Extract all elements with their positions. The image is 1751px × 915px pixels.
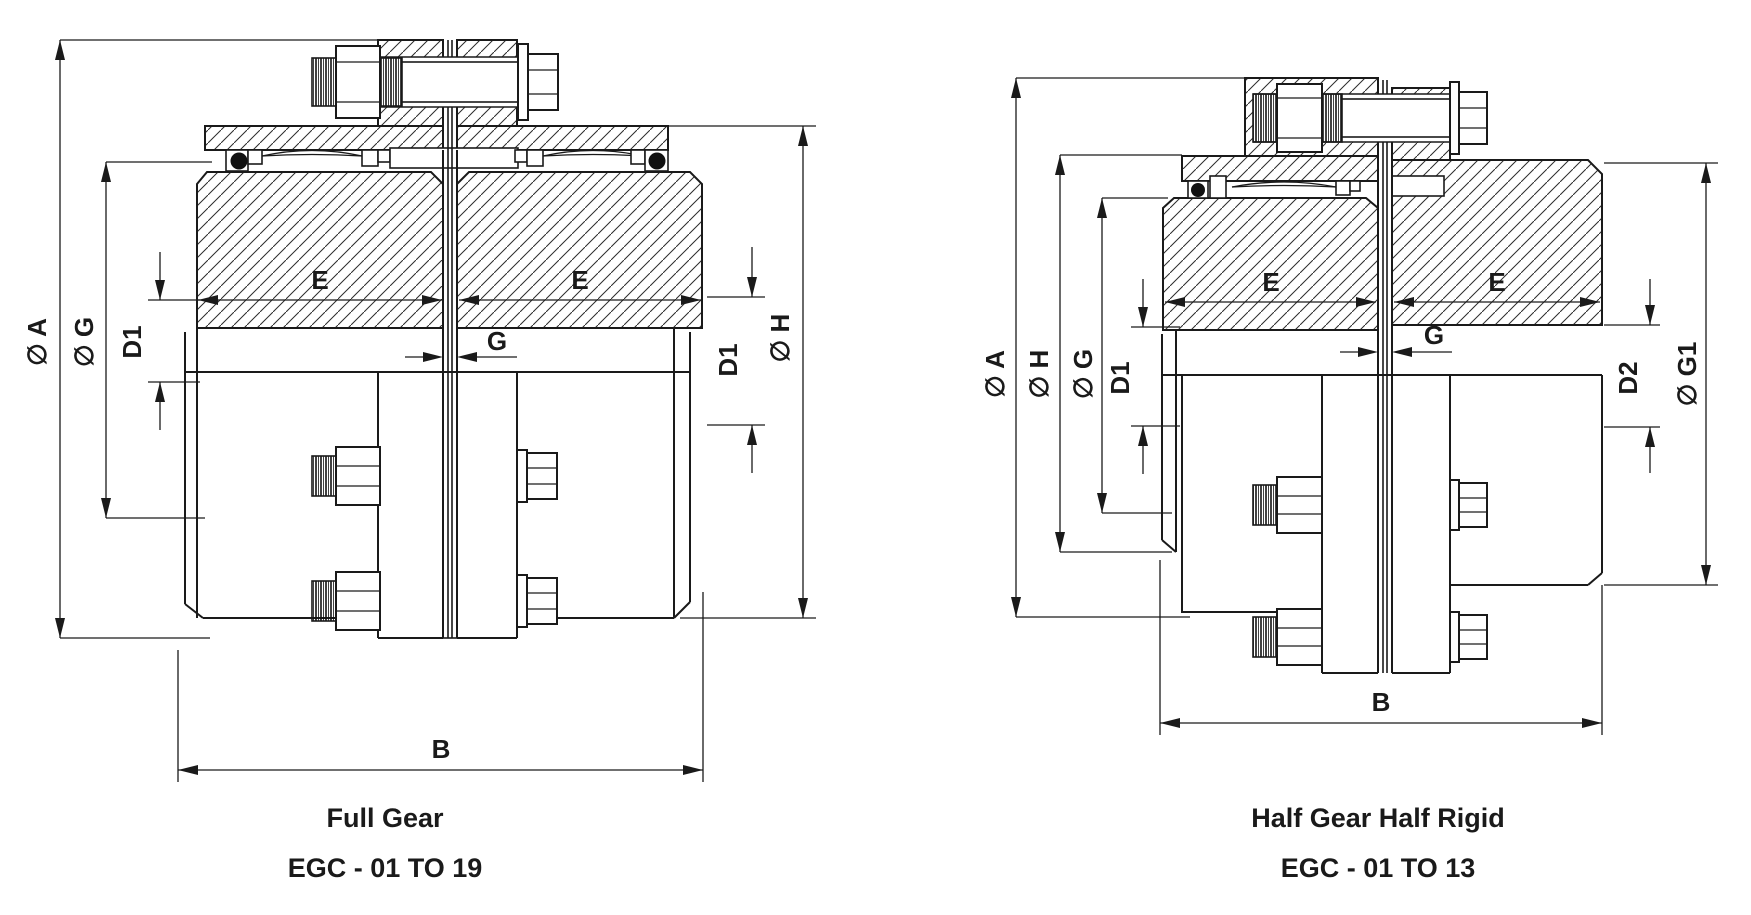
center-joint — [442, 40, 458, 638]
flange-bolt-row2 — [311, 571, 558, 631]
half-gear-dimensions: ∅ A ∅ H ∅ G D1 — [980, 77, 1718, 735]
half-gear-half-rigid-drawing: ∅ A ∅ H ∅ G D1 — [980, 77, 1718, 883]
dim-label-b: B — [432, 734, 451, 764]
dim-label-g-gap-right: G — [1424, 320, 1444, 350]
flange-bolt-top-right — [1252, 81, 1488, 155]
dim-label-dia-g: ∅ G — [69, 317, 99, 367]
dim-label-dia-g-right: ∅ G — [1068, 349, 1098, 399]
dim-label-e-left: E — [311, 265, 328, 295]
dim-label-e-right: E — [571, 265, 588, 295]
lower-exterior-right — [1161, 330, 1603, 674]
dim-label-d1-left: D1 — [117, 325, 147, 358]
full-gear-drawing: ∅ A ∅ G D1 E E — [22, 39, 816, 883]
flange-bolt-row2-right — [1252, 608, 1488, 666]
dim-label-d2: D2 — [1613, 361, 1643, 394]
dim-label-g-gap: G — [487, 326, 507, 356]
model-range-full-gear: EGC - 01 TO 19 — [288, 853, 483, 883]
caption-full-gear: Full Gear — [326, 803, 444, 833]
lower-exterior — [184, 328, 691, 639]
flange-bolt-top — [311, 43, 559, 121]
oring-seal-right — [648, 152, 666, 170]
dim-label-dia-a: ∅ A — [22, 318, 52, 366]
caption-half-gear-half-rigid: Half Gear Half Rigid — [1251, 803, 1505, 833]
dim-label-e-right-right-drawing: E — [1488, 267, 1505, 297]
oring-seal-left — [230, 152, 248, 170]
dim-label-d1-right: D1 — [713, 343, 743, 376]
oring-seal — [1191, 183, 1205, 197]
model-range-half-gear: EGC - 01 TO 13 — [1281, 853, 1476, 883]
center-joint-right — [1377, 80, 1393, 673]
dim-label-d1-right-drawing: D1 — [1105, 361, 1135, 394]
dim-label-e-left-right-drawing: E — [1262, 267, 1279, 297]
gear-mesh-detail — [225, 147, 669, 172]
dim-label-dia-g1: ∅ G1 — [1672, 342, 1702, 407]
dim-label-b-right: B — [1372, 687, 1391, 717]
flange-bolt-row1 — [311, 446, 558, 506]
dim-label-dia-h-right: ∅ H — [1024, 350, 1054, 399]
full-gear-dimensions: ∅ A ∅ G D1 E E — [22, 39, 816, 782]
dim-label-dia-h: ∅ H — [765, 314, 795, 363]
gear-mesh-detail-right — [1187, 175, 1445, 199]
dim-label-dia-a-right: ∅ A — [980, 350, 1010, 398]
flange-bolt-row1-right — [1252, 476, 1488, 534]
